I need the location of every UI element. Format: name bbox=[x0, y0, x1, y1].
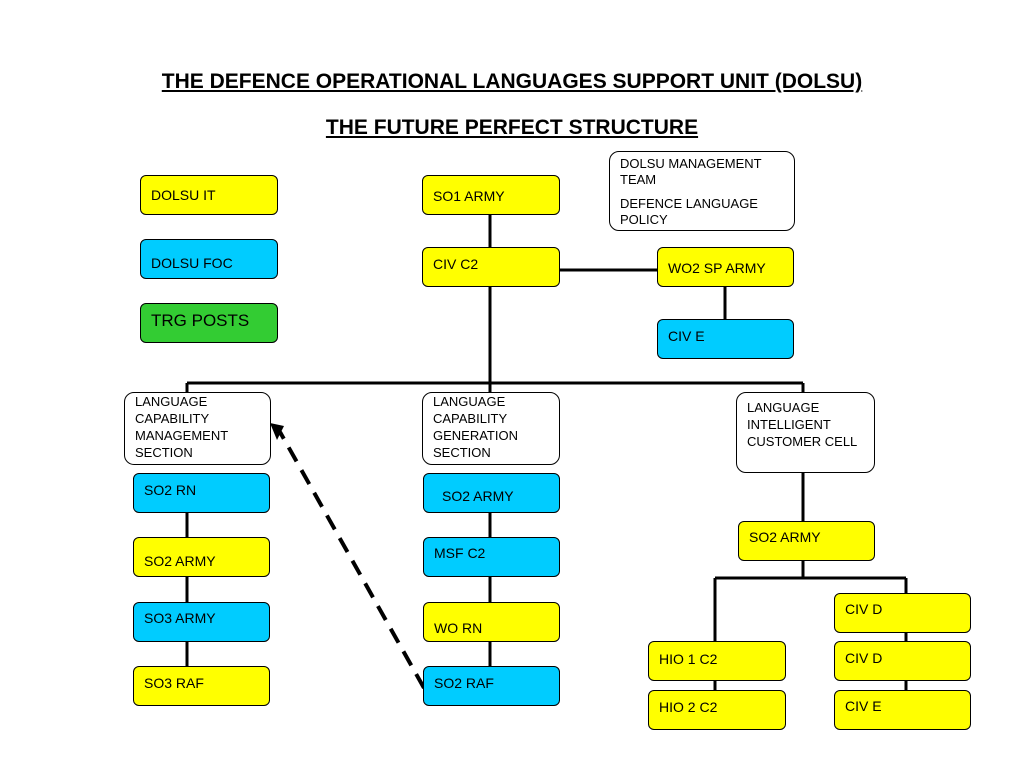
wo2-sp-army-box: WO2 SP ARMY bbox=[657, 247, 794, 287]
licc-right-post-3: CIV E bbox=[834, 690, 971, 730]
lcg-post-3: WO RN bbox=[423, 602, 560, 642]
licc-lead-post: SO2 ARMY bbox=[738, 521, 875, 561]
diagram-subtitle: THE FUTURE PERFECT STRUCTURE bbox=[325, 116, 699, 139]
legend-trg-posts-label: TRG POSTS bbox=[151, 311, 250, 330]
lcm-section-header-label: LANGUAGE CAPABILITY MANAGEMENT SECTION bbox=[135, 394, 228, 460]
wo2-sp-army-label: WO2 SP ARMY bbox=[668, 260, 766, 276]
lcm-post-1-label: SO2 RN bbox=[144, 482, 197, 498]
management-note-line1: DOLSU MANAGEMENT TEAM bbox=[620, 156, 762, 187]
licc-left-post-1: HIO 1 C2 bbox=[648, 641, 786, 681]
licc-left-post-1-label: HIO 1 C2 bbox=[659, 651, 718, 667]
legend-dolsu-it-label: DOLSU IT bbox=[151, 186, 216, 203]
lcg-post-4-label: SO2 RAF bbox=[434, 675, 494, 691]
civ-c2-box: CIV C2 bbox=[422, 247, 560, 287]
lcg-post-4: SO2 RAF bbox=[423, 666, 560, 706]
legend-trg-posts: TRG POSTS bbox=[140, 303, 278, 343]
licc-right-post-2: CIV D bbox=[834, 641, 971, 681]
licc-left-post-2-label: HIO 2 C2 bbox=[659, 699, 718, 715]
so1-army-box: SO1 ARMY bbox=[422, 175, 560, 215]
lcg-post-2: MSF C2 bbox=[423, 537, 560, 577]
civ-e-top-box: CIV E bbox=[657, 319, 794, 359]
lcg-section-header-label: LANGUAGE CAPABILITY GENERATION SECTION bbox=[433, 394, 518, 460]
licc-section-header: LANGUAGE INTELLIGENT CUSTOMER CELL bbox=[736, 392, 875, 473]
licc-left-post-2: HIO 2 C2 bbox=[648, 690, 786, 730]
legend-dolsu-foc: DOLSU FOC bbox=[140, 239, 278, 279]
lcm-section-header: LANGUAGE CAPABILITY MANAGEMENT SECTION bbox=[124, 392, 271, 465]
licc-right-post-2-label: CIV D bbox=[845, 650, 883, 666]
dashed-link-line bbox=[278, 431, 426, 689]
legend-dolsu-foc-label: DOLSU FOC bbox=[151, 255, 233, 271]
lcg-post-1-label: SO2 ARMY bbox=[442, 488, 514, 504]
lcm-post-3-label: SO3 ARMY bbox=[144, 610, 216, 626]
lcg-section-header: LANGUAGE CAPABILITY GENERATION SECTION bbox=[422, 392, 560, 465]
civ-e-top-label: CIV E bbox=[668, 328, 705, 344]
lcm-post-2: SO2 ARMY bbox=[133, 537, 270, 577]
lcm-post-2-label: SO2 ARMY bbox=[144, 553, 216, 569]
lcg-post-3-label: WO RN bbox=[434, 620, 483, 636]
lcm-post-4-label: SO3 RAF bbox=[144, 675, 204, 691]
licc-lead-post-label: SO2 ARMY bbox=[749, 529, 821, 545]
management-note: DOLSU MANAGEMENT TEAM DEFENCE LANGUAGE P… bbox=[609, 151, 795, 231]
licc-right-post-1: CIV D bbox=[834, 593, 971, 633]
arrowhead-icon bbox=[270, 423, 284, 440]
lcg-post-2-label: MSF C2 bbox=[434, 545, 486, 561]
lcm-post-1: SO2 RN bbox=[133, 473, 270, 513]
licc-right-post-3-label: CIV E bbox=[845, 698, 882, 714]
so1-army-label: SO1 ARMY bbox=[433, 188, 505, 204]
legend-dolsu-it: DOLSU IT bbox=[140, 175, 278, 215]
licc-section-header-label: LANGUAGE INTELLIGENT CUSTOMER CELL bbox=[747, 400, 858, 449]
management-note-line2: DEFENCE LANGUAGE POLICY bbox=[620, 196, 758, 227]
diagram-title: THE DEFENCE OPERATIONAL LANGUAGES SUPPOR… bbox=[161, 70, 863, 93]
civ-c2-label: CIV C2 bbox=[433, 256, 479, 272]
licc-right-post-1-label: CIV D bbox=[845, 601, 883, 617]
lcg-post-1: SO2 ARMY bbox=[423, 473, 560, 513]
lcm-post-4: SO3 RAF bbox=[133, 666, 270, 706]
lcm-post-3: SO3 ARMY bbox=[133, 602, 270, 642]
